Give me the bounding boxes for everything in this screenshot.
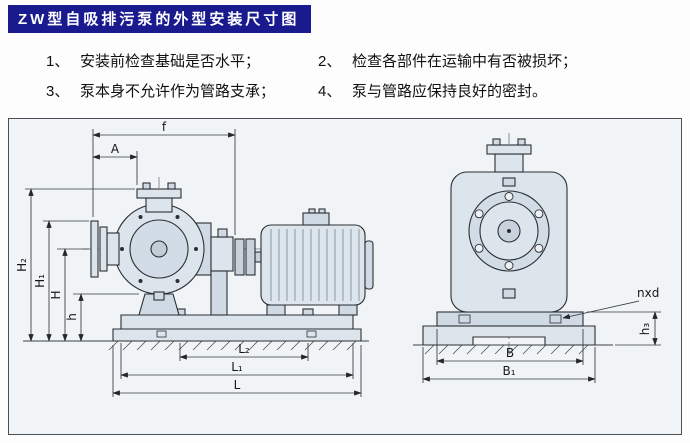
dim-label-B: B — [506, 346, 514, 360]
note-number: 3、 — [46, 83, 70, 101]
pump-front-flange — [468, 190, 550, 272]
pump-base-front — [422, 311, 596, 346]
note-item-4: 4、 泵与管路应保持良好的密封。 — [318, 82, 666, 102]
ground-hatch — [424, 344, 589, 355]
motor — [254, 208, 374, 316]
coupling — [234, 238, 256, 276]
suction-flange — [90, 220, 99, 278]
cover-bolts — [120, 215, 198, 283]
motor-fins — [270, 229, 360, 301]
dim-label-h: h — [65, 313, 79, 321]
note-text: 泵本身不允许作为管路支承； — [80, 83, 276, 101]
suction-pipe — [106, 232, 120, 266]
page-title: ZW型自吸排污泵的外型安装尺寸图 — [8, 5, 312, 33]
dim-label-L1: L₁ — [231, 360, 243, 374]
dim-label-A: A — [111, 142, 120, 156]
dim-label-nxd: nxd — [637, 286, 659, 300]
discharge-flange — [136, 188, 182, 199]
pump-dimension-drawing: f A H₂ H₁ H h L₂ L₁ L — [15, 120, 661, 397]
note-text: 安装前检查基础是否水平； — [80, 53, 261, 70]
top-flange — [486, 144, 532, 155]
anchor-slot-left — [458, 314, 471, 324]
hub — [150, 240, 168, 258]
dim-label-H1: H₁ — [33, 274, 47, 288]
note-text: 泵与管路应保持良好的密封。 — [352, 83, 548, 101]
discharge-pipe — [145, 197, 173, 213]
right-view: B B₁ nxd h₃ — [413, 133, 661, 383]
dim-label-H2: H₂ — [15, 258, 29, 272]
suction-flange-inner — [99, 226, 108, 272]
dim-label-h3: h₃ — [638, 323, 652, 336]
ground-hatch — [108, 340, 357, 351]
bearing-plug — [217, 228, 228, 238]
drawing-area: f A H₂ H₁ H h L₂ L₁ L — [8, 118, 682, 435]
note-item-1: 1、 安装前检查基础是否水平； — [46, 52, 318, 72]
left-view: f A H₂ H₁ H h L₂ L₁ L — [15, 120, 374, 397]
dimension-lines-left — [25, 129, 362, 397]
dim-label-B1: B₁ — [502, 364, 515, 378]
ground-left — [23, 340, 369, 351]
note-number: 4、 — [318, 83, 342, 101]
dim-label-f: f — [162, 120, 167, 134]
bottom-plug — [502, 288, 516, 299]
flange-bolts — [474, 192, 544, 270]
dim-label-H: H — [49, 290, 63, 299]
drain-plug — [153, 291, 165, 301]
dim-label-L: L — [234, 378, 241, 392]
terminal-box — [302, 212, 330, 226]
anchor-slot-right — [549, 314, 562, 324]
dimension-lines-right — [422, 300, 661, 383]
notes-grid: 1、 安装前检查基础是否水平； 2、 检查各部件在运输中有否被损坏； 3、 泵本… — [46, 52, 666, 103]
note-number: 2、 — [318, 53, 342, 70]
note-number: 1、 — [46, 53, 70, 70]
baseplate — [112, 308, 362, 342]
motor-shaft — [254, 251, 262, 263]
dim-label-L2: L₂ — [238, 342, 250, 356]
neck — [494, 153, 524, 173]
bearing-housing — [210, 236, 234, 272]
note-text: 检查各部件在运输中有否被损坏； — [352, 53, 578, 70]
note-item-3: 3、 泵本身不允许作为管路支承； — [46, 82, 318, 102]
note-item-2: 2、 检查各部件在运输中有否被损坏； — [318, 52, 666, 72]
bearing-pedestal — [210, 270, 228, 316]
top-plug — [502, 177, 516, 187]
pump-side — [90, 182, 234, 316]
installation-notes: 1、 安装前检查基础是否水平； 2、 检查各部件在运输中有否被损坏； 3、 泵本… — [46, 52, 666, 103]
